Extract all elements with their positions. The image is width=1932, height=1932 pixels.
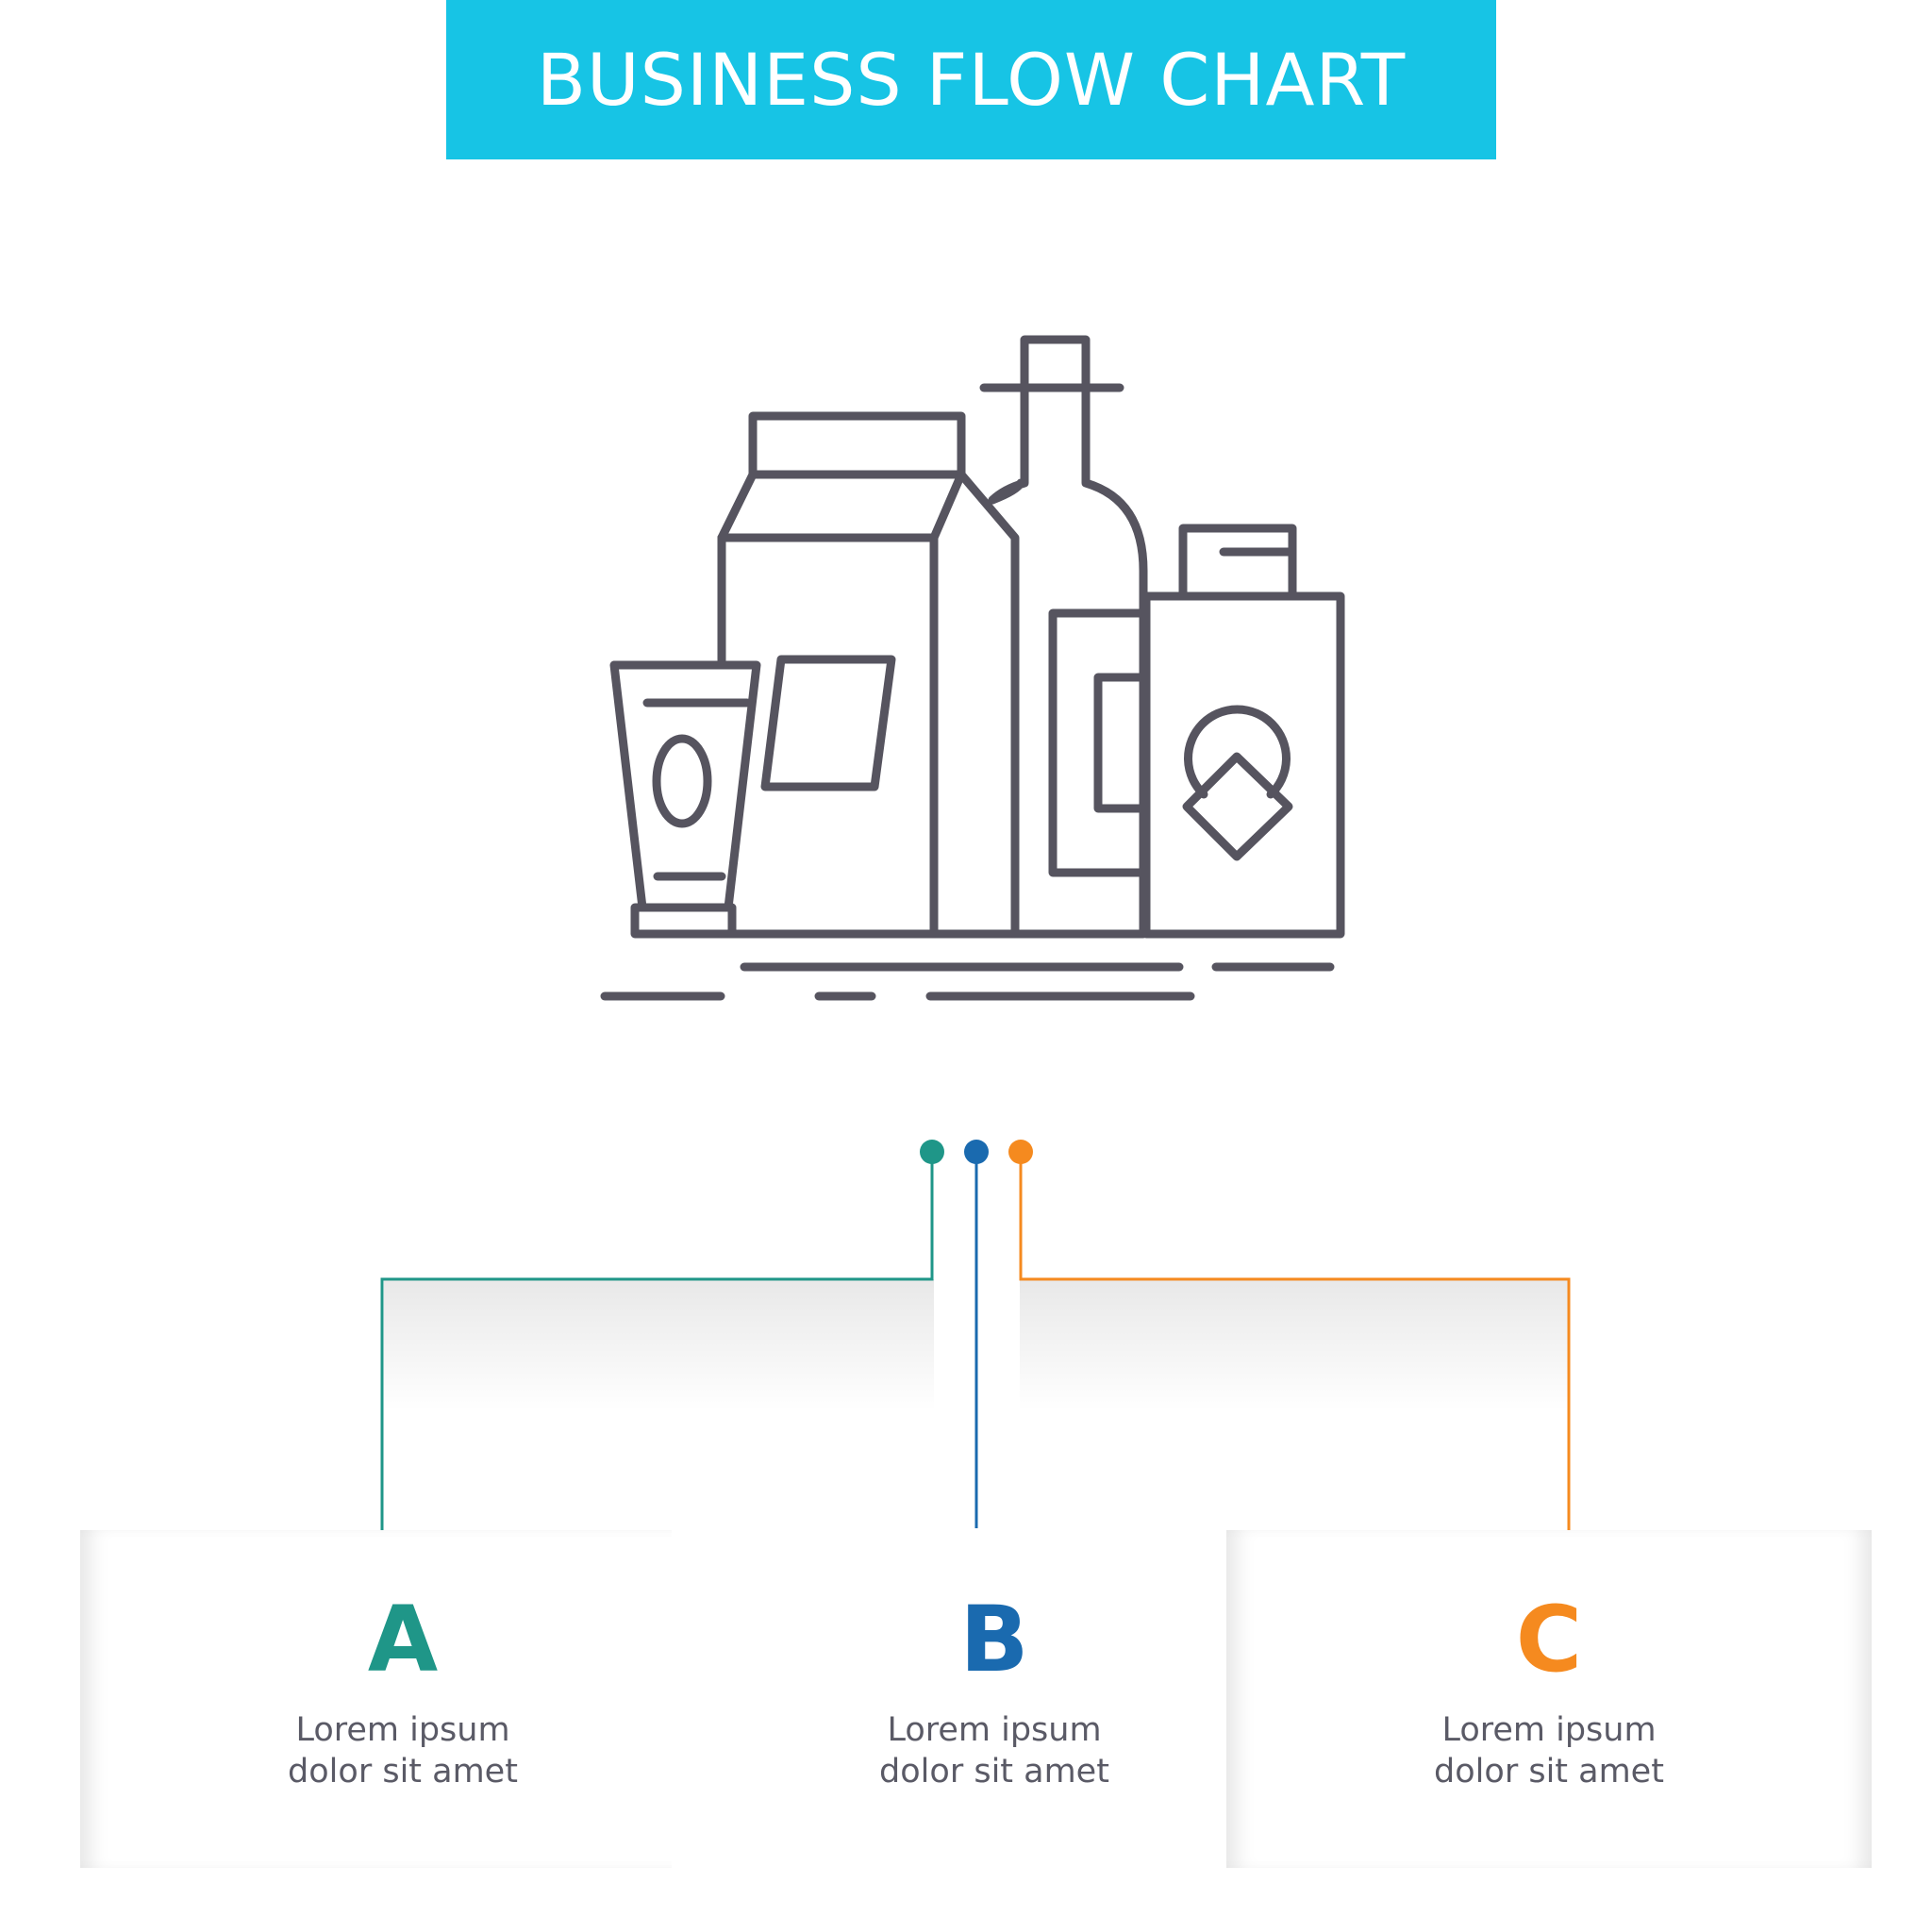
- step-card-a: A Lorem ipsum dolor sit amet: [80, 1530, 725, 1868]
- step-text-c-line1: Lorem ipsum: [1441, 1711, 1657, 1749]
- page-title: BUSINESS FLOW CHART: [536, 38, 1407, 122]
- step-text-a: Lorem ipsum dolor sit amet: [80, 1709, 725, 1792]
- step-text-b-line2: dolor sit amet: [879, 1753, 1109, 1790]
- step-text-c: Lorem ipsum dolor sit amet: [1226, 1709, 1872, 1792]
- bottle-body: [988, 335, 1148, 939]
- carton-body: [717, 470, 1020, 939]
- step-letter-c: C: [1515, 1587, 1583, 1692]
- connector-shade-right: [1020, 1279, 1570, 1411]
- step-letter-b: B: [959, 1587, 1029, 1692]
- step-text-a-line2: dolor sit amet: [288, 1753, 518, 1790]
- connector-shade-left: [384, 1279, 934, 1411]
- connector-a: [380, 1153, 934, 1549]
- node-dot-a: [920, 1140, 944, 1164]
- step-text-b-line1: Lorem ipsum: [887, 1711, 1102, 1749]
- node-dot-c: [1008, 1140, 1033, 1164]
- node-dot-b: [964, 1140, 989, 1164]
- step-card-c: C Lorem ipsum dolor sit amet: [1226, 1530, 1872, 1868]
- connector-c: [1019, 1153, 1571, 1549]
- step-letter-a: A: [367, 1587, 439, 1692]
- step-text-a-line1: Lorem ipsum: [295, 1711, 510, 1749]
- step-text-c-line2: dolor sit amet: [1434, 1753, 1664, 1790]
- step-card-b: B Lorem ipsum dolor sit amet: [672, 1530, 1317, 1868]
- step-text-b: Lorem ipsum dolor sit amet: [672, 1709, 1317, 1792]
- header-banner: BUSINESS FLOW CHART: [446, 0, 1496, 159]
